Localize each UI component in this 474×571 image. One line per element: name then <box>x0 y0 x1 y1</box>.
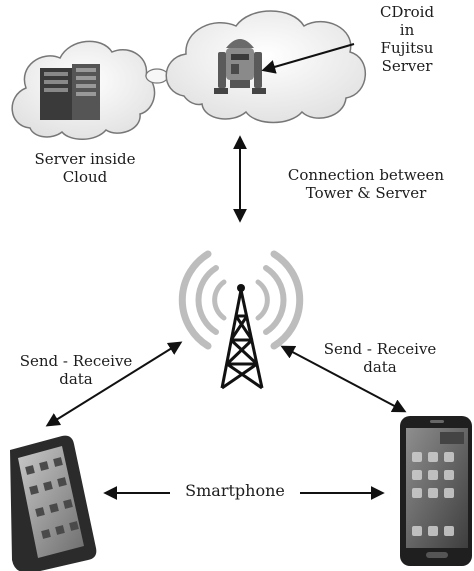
arrows <box>45 43 407 500</box>
server-rack-icon <box>40 64 100 120</box>
robot-icon <box>214 39 266 94</box>
main-cloud <box>165 10 366 124</box>
left-phone-tower-arrow <box>45 341 183 427</box>
smartphone-label: Smartphone <box>185 481 285 500</box>
cdroid-label: CDroid in Fujitsu Server <box>379 3 435 75</box>
cdroid-pointer-arrow <box>261 43 355 74</box>
right-phone-tower-arrow <box>280 345 407 413</box>
connection-label: Connection between Tower & Server <box>287 166 445 202</box>
smartphone-left-icon <box>10 435 97 571</box>
send-receive-right-label: Send - Receive data <box>323 340 437 376</box>
send-receive-left-label: Send - Receive data <box>19 352 133 388</box>
radio-tower-icon <box>178 250 304 390</box>
smartphone-right-icon <box>400 416 472 566</box>
server-inside-cloud-label: Server inside Cloud <box>34 150 136 186</box>
